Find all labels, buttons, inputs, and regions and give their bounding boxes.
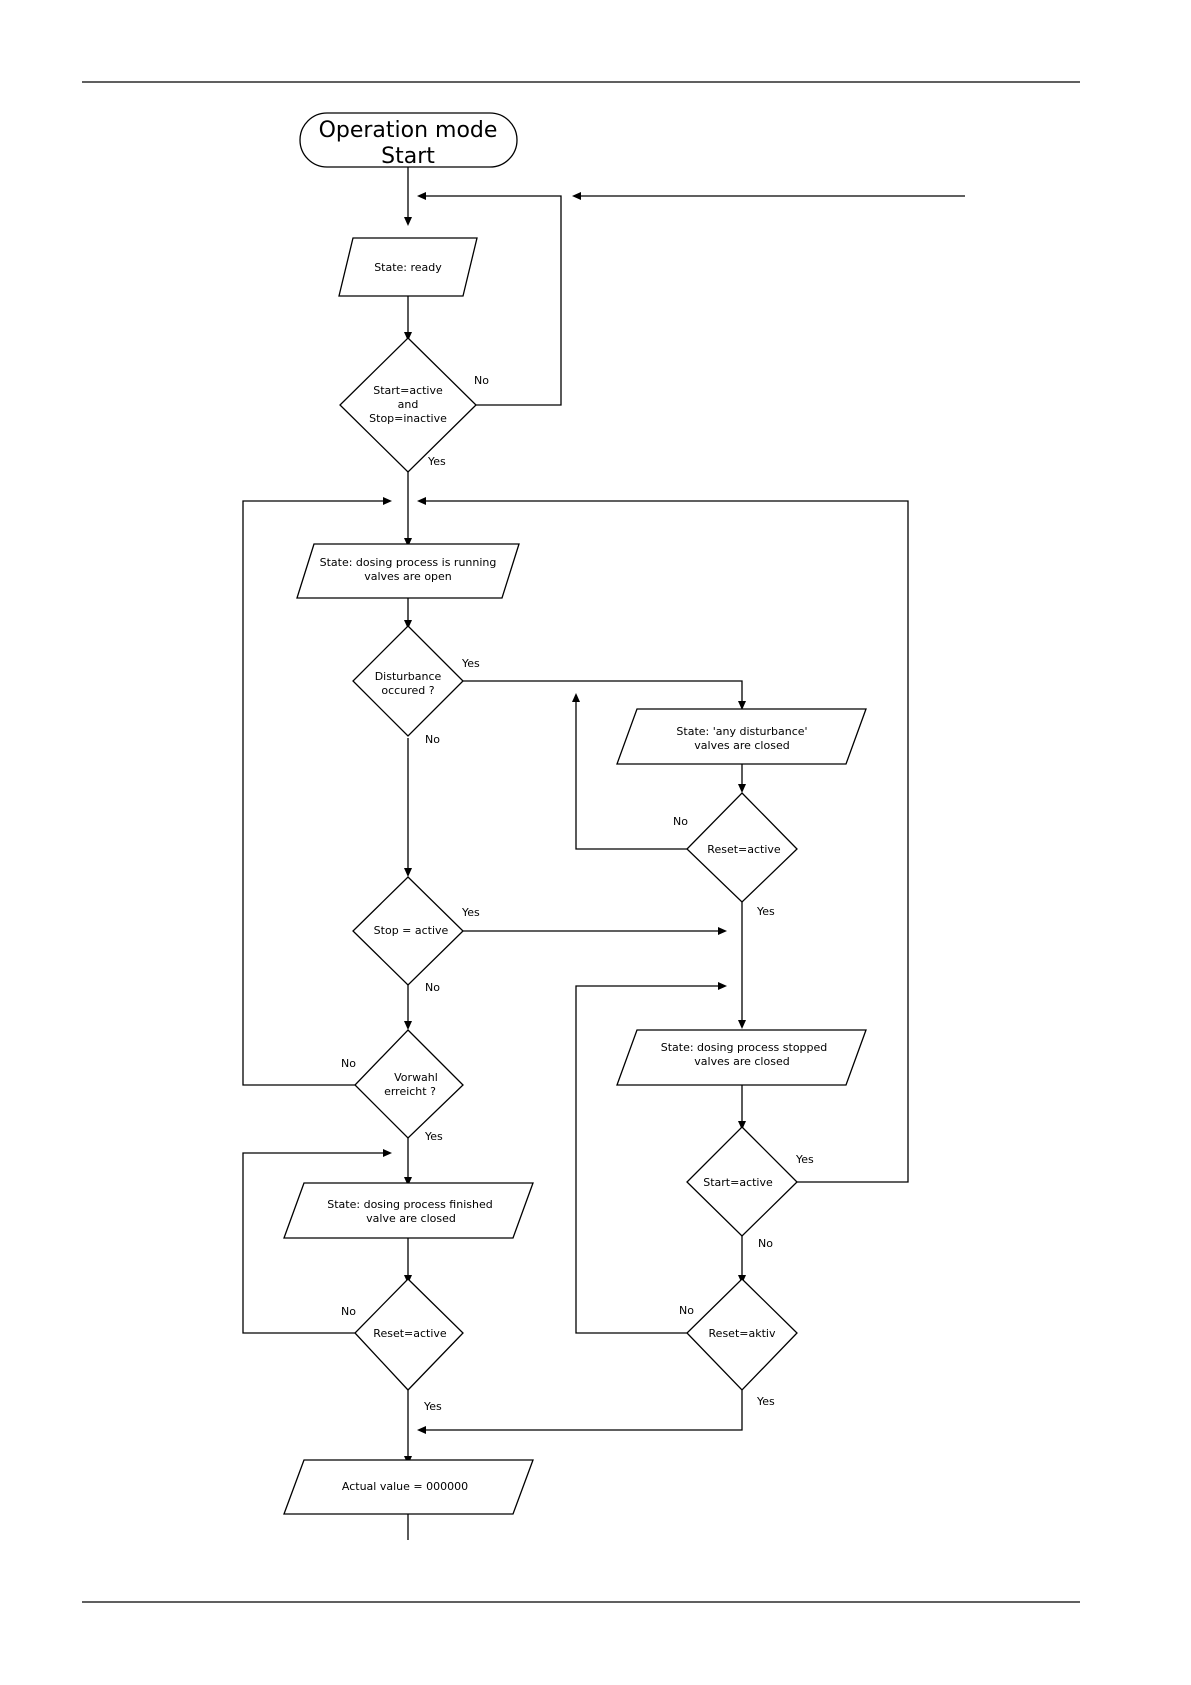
state-ready-text: State: ready <box>374 261 442 274</box>
state-finished-line2: valve are closed <box>366 1212 456 1225</box>
decision-stop-active <box>352 876 464 986</box>
decision-stop-active-text: Stop = active <box>374 924 449 937</box>
connector-reset1-no <box>575 702 687 850</box>
label-no: No <box>673 815 688 828</box>
state-running-box <box>296 543 520 599</box>
start-terminator <box>299 112 518 168</box>
label-no: No <box>679 1304 694 1317</box>
decision-reset-active-2-text: Reset=active <box>373 1327 447 1340</box>
label-no: No <box>758 1237 773 1250</box>
label-no: No <box>425 733 440 746</box>
state-finished-line1: State: dosing process finished <box>327 1198 492 1211</box>
connectors <box>242 167 965 1540</box>
decision-start-stop <box>339 337 477 473</box>
state-stopped-line1: State: dosing process stopped <box>661 1041 828 1054</box>
arrowhead <box>404 332 412 341</box>
branch-labels: No Yes Yes No No Yes Yes No No Yes Yes N… <box>341 374 814 1413</box>
decision-reset-active-1 <box>686 792 798 903</box>
arrowhead <box>404 538 412 547</box>
connector-reset2-no <box>242 1152 383 1334</box>
label-no: No <box>341 1305 356 1318</box>
arrowhead <box>417 192 426 200</box>
label-yes: Yes <box>795 1153 814 1166</box>
decision-disturbance-line1: Disturbance <box>375 670 442 683</box>
start-terminator-line1: Operation mode <box>319 118 498 143</box>
state-any-disturbance-line1: State: 'any disturbance' <box>676 725 807 738</box>
label-yes: Yes <box>423 1400 442 1413</box>
state-any-disturbance-box <box>616 708 867 765</box>
decision-reset-active-2 <box>354 1278 464 1391</box>
arrowhead <box>738 784 746 793</box>
label-yes: Yes <box>461 657 480 670</box>
actual-value-box <box>283 1459 534 1515</box>
label-yes: Yes <box>756 1395 775 1408</box>
decision-reset-active-1-text: Reset=active <box>707 843 781 856</box>
connector-reset-aktiv-no <box>575 985 718 1334</box>
arrowhead <box>383 497 392 505</box>
decision-start-stop-line3: Stop=inactive <box>369 412 447 425</box>
arrowhead <box>718 927 727 935</box>
label-no: No <box>341 1057 356 1070</box>
arrowhead <box>572 693 580 702</box>
connector-start2-yes <box>426 500 909 1183</box>
decision-vorwahl <box>354 1029 464 1139</box>
state-running-line1: State: dosing process is running <box>320 556 497 569</box>
decision-reset-aktiv-text: Reset=aktiv <box>709 1327 776 1340</box>
arrowheads <box>383 192 746 1465</box>
start-terminator-line2: Start <box>381 144 435 169</box>
arrowhead <box>417 497 426 505</box>
arrowhead <box>404 1177 412 1186</box>
arrowhead <box>383 1149 392 1157</box>
label-yes: Yes <box>461 906 480 919</box>
connector-reset-aktiv-yes <box>426 1390 743 1431</box>
arrowhead <box>417 1426 426 1434</box>
decision-disturbance-line2: occured ? <box>381 684 434 697</box>
label-no: No <box>425 981 440 994</box>
arrowhead <box>738 701 746 710</box>
connector-disturbance-yes <box>463 680 743 701</box>
decision-disturbance <box>352 625 464 737</box>
connector-vorwahl-no <box>242 500 383 1086</box>
state-stopped-box <box>616 1029 867 1086</box>
decision-start-active <box>686 1126 798 1237</box>
label-yes: Yes <box>427 455 446 468</box>
decision-start-stop-line1: Start=active <box>373 384 443 397</box>
arrowhead <box>404 868 412 877</box>
arrowhead <box>572 192 581 200</box>
decision-reset-aktiv <box>686 1278 798 1391</box>
arrowhead <box>738 1020 746 1029</box>
state-ready-box <box>338 237 478 297</box>
decision-start-active-text: Start=active <box>703 1176 773 1189</box>
arrowhead <box>404 217 412 226</box>
connector-no-loop-ready <box>426 195 562 406</box>
label-yes: Yes <box>756 905 775 918</box>
arrowhead <box>404 1021 412 1030</box>
decision-vorwahl-line1: Vorwahl <box>394 1071 438 1084</box>
state-any-disturbance-line2: valves are closed <box>694 739 789 752</box>
arrowhead <box>738 1121 746 1130</box>
label-yes: Yes <box>424 1130 443 1143</box>
arrowhead <box>718 982 727 990</box>
decision-start-stop-line2: and <box>398 398 419 411</box>
label-no: No <box>474 374 489 387</box>
state-running-line2: valves are open <box>364 570 452 583</box>
state-stopped-line2: valves are closed <box>694 1055 789 1068</box>
arrowhead <box>404 620 412 629</box>
decision-vorwahl-line2: erreicht ? <box>384 1085 436 1098</box>
actual-value-text: Actual value = 000000 <box>342 1480 468 1493</box>
state-finished-box <box>283 1182 534 1239</box>
